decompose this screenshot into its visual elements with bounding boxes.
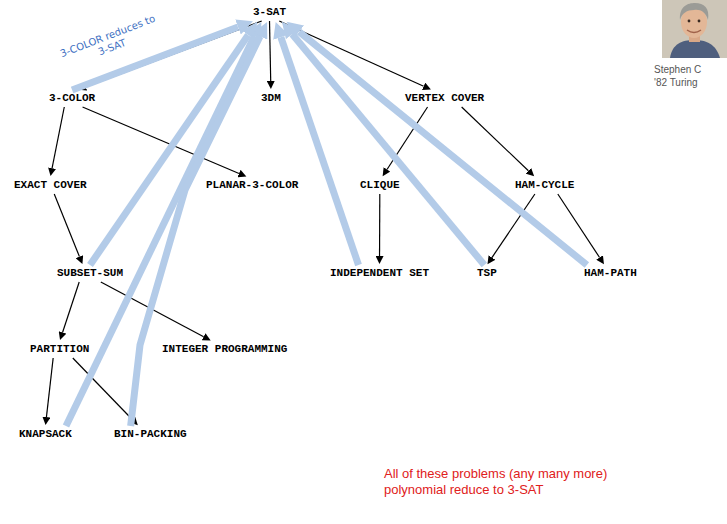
photo-caption: Stephen C [654, 63, 726, 76]
problem-name: SUBSET-SUM [57, 268, 123, 279]
problem-name: KNAPSACK [19, 429, 72, 440]
problem-name: VERTEX COVER [405, 93, 484, 104]
problem-name: 3DM [261, 93, 281, 104]
tree-arrow [54, 194, 79, 257]
photo-background [662, 0, 727, 58]
problem-name: HAM-PATH [584, 268, 637, 279]
photo-hair [680, 3, 708, 20]
problem-name: INTEGER PROGRAMMING [162, 344, 287, 355]
problem-name: CLIQUE [360, 180, 400, 191]
problem-name: 3-SAT [253, 7, 286, 18]
problem-name: PARTITION [30, 344, 89, 355]
problem-name: EXACT COVER [14, 180, 87, 191]
problem-node: EXACT COVER [11, 177, 90, 194]
reduction-arrow [90, 35, 248, 265]
problem-node: 3-SAT [250, 4, 289, 21]
problem-node: 3DM [258, 90, 284, 107]
problem-node: SUBSET-SUM [54, 265, 126, 282]
reduction-arrow [131, 36, 260, 426]
tree-arrow [46, 358, 53, 417]
problem-name: TSP [477, 268, 497, 279]
photo-eye [688, 20, 691, 23]
problem-node: KNAPSACK [16, 426, 75, 443]
tree-arrow [63, 282, 80, 332]
problem-node: PARTITION [27, 341, 92, 358]
problem-name: BIN-PACKING [114, 429, 187, 440]
tree-arrow [52, 107, 64, 168]
tree-arrow [462, 107, 529, 171]
problem-node: VERTEX COVER [402, 90, 487, 107]
problem-node: PLANAR-3-COLOR [203, 177, 301, 194]
problem-node: CLIQUE [357, 177, 403, 194]
problem-name: 3-COLOR [49, 93, 95, 104]
problem-name: HAM-CYCLE [515, 180, 574, 191]
photo-shirt [670, 40, 720, 58]
reduction-arrow [299, 32, 587, 265]
problem-node: HAM-CYCLE [512, 177, 577, 194]
tree-arrow [379, 194, 380, 256]
problem-node: INDEPENDENT SET [327, 265, 432, 282]
problem-node: INTEGER PROGRAMMING [159, 341, 290, 358]
photo-smile [687, 30, 701, 33]
problem-name: PLANAR-3-COLOR [206, 180, 298, 191]
problem-node: TSP [474, 265, 500, 282]
problem-name: INDEPENDENT SET [330, 268, 429, 279]
photo-eye [698, 20, 701, 23]
photo-caption: '82 Turing [654, 76, 726, 89]
tree-arrow [270, 21, 271, 81]
problem-node: 3-COLOR [46, 90, 98, 107]
reduction-arrow [292, 34, 484, 265]
note-text: All of these problems (any many more) po… [384, 466, 636, 498]
problem-node: BIN-PACKING [111, 426, 190, 443]
problem-node: HAM-PATH [581, 265, 640, 282]
portrait-photo [662, 0, 727, 58]
